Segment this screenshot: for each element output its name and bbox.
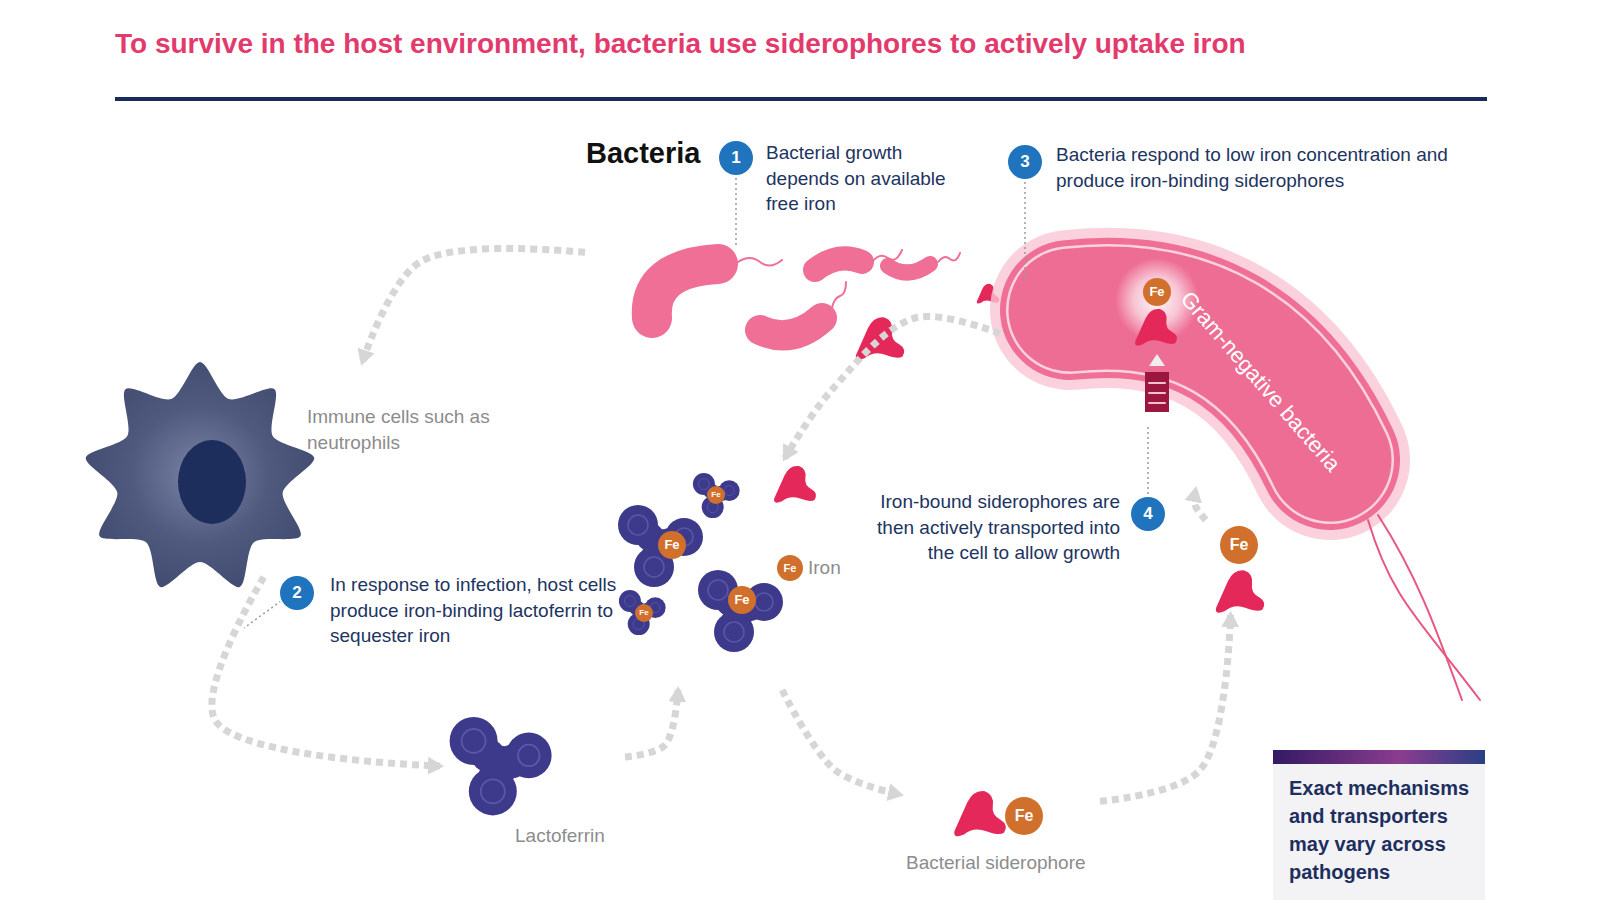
node-label: Immune cells such as neutrophils — [307, 404, 507, 455]
cycle-arrow — [1194, 490, 1205, 520]
lactoferrin-shapes-part — [450, 717, 552, 815]
immune-cell-shape-part — [178, 440, 246, 524]
lactoferrin-shapes-part — [618, 505, 703, 587]
leader-lines-part — [1147, 424, 1149, 494]
lactoferrin-shapes-part — [619, 590, 666, 635]
callout-text: Iron-bound siderophores are then activel… — [858, 489, 1120, 566]
lactoferrin: Lactoferrin — [440, 715, 625, 855]
note-box: Exact mechanisms and transporters may va… — [1273, 750, 1485, 900]
cycle-arrow — [1100, 615, 1231, 801]
bacteria-group: Bacteria — [585, 132, 950, 352]
node-label: Exact mechanisms and transporters may va… — [1289, 774, 1477, 886]
gram-negative-bacterium: FeGram-negative bacteria — [1000, 250, 1400, 490]
cycle-arrow — [625, 690, 678, 757]
leader-lines-part — [244, 601, 281, 628]
iron-label: Iron — [808, 555, 841, 581]
cycle-arrow — [785, 317, 1000, 458]
callout-text: Bacteria respond to low iron concentrati… — [1056, 142, 1476, 193]
gram-negative-cell-part — [1149, 382, 1165, 384]
iron-badge: Fe — [658, 531, 686, 559]
iron-badge: Fe — [1220, 526, 1258, 564]
iron-badge: Fe — [728, 586, 756, 614]
node-label: Lactoferrin — [515, 823, 605, 849]
free-siderophores-part — [774, 466, 816, 503]
iron-badge: Fe — [635, 604, 653, 622]
title: To survive in the host environment, bact… — [115, 28, 1246, 60]
callout-number: 2 — [280, 576, 314, 610]
leader-lines — [244, 178, 1148, 628]
free-siderophores-part — [856, 317, 904, 359]
small-bacteria-part — [832, 282, 846, 308]
leader-lines-part — [1024, 182, 1026, 280]
small-bacteria-part — [652, 264, 718, 318]
gram-negative-cell-part — [1135, 309, 1177, 346]
lactoferrin-shapes-part — [698, 570, 783, 652]
iron-badge: Fe — [1005, 797, 1043, 835]
gram-negative-cell — [1070, 258, 1480, 700]
cycle-arrow — [362, 248, 585, 362]
small-bacteria-part — [888, 264, 930, 273]
node-label: Bacterial siderophore — [906, 850, 1086, 876]
free-siderophores-part — [954, 791, 1006, 836]
gram-negative-cell-part — [1149, 354, 1165, 366]
leader-lines-part — [735, 178, 737, 246]
iron-bound-siderophore: Fe — [1200, 520, 1280, 615]
small-bacteria-part — [938, 253, 960, 262]
small-bacteria-part — [760, 318, 822, 335]
immune-cell-shape-part — [86, 362, 315, 587]
immune-cell: Immune cells such as neutrophils — [90, 362, 511, 577]
callout-number: 4 — [1131, 497, 1165, 531]
small-bacteria-part — [815, 258, 862, 270]
gram-negative-cell-part — [1149, 392, 1165, 394]
callout-text: Bacterial growth depends on available fr… — [766, 140, 956, 217]
immune-cell-shape — [86, 362, 315, 587]
small-bacteria-part — [738, 258, 782, 266]
gram-negative-cell-part — [1145, 372, 1169, 412]
gram-negative-cell-part — [1368, 520, 1480, 700]
free-siderophores-part — [1216, 570, 1264, 612]
node-label: Gram-negative bacteria — [1174, 285, 1347, 478]
iron-badge: Fe — [1143, 278, 1171, 306]
callout-text: In response to infection, host cells pro… — [330, 572, 630, 649]
bacterial-siderophore: FeBacterial siderophore — [900, 780, 1100, 885]
small-bacteria — [652, 250, 960, 335]
lactoferrin-shapes — [450, 473, 783, 815]
iron-badge: Fe — [707, 486, 725, 504]
gram-negative-cell-part — [1149, 402, 1165, 404]
node-label: Bacteria — [586, 134, 700, 173]
callout-number: 1 — [719, 141, 753, 175]
lactoferrin-shapes-part — [693, 473, 740, 518]
callout-number: 3 — [1008, 145, 1042, 179]
cycle-arrow — [782, 690, 900, 795]
title-rule — [115, 97, 1487, 101]
lactoferrin-iron-cluster: FeFeFeFe — [608, 458, 803, 690]
gram-negative-cell-part — [1378, 515, 1462, 700]
iron-badge: Fe — [777, 555, 803, 581]
